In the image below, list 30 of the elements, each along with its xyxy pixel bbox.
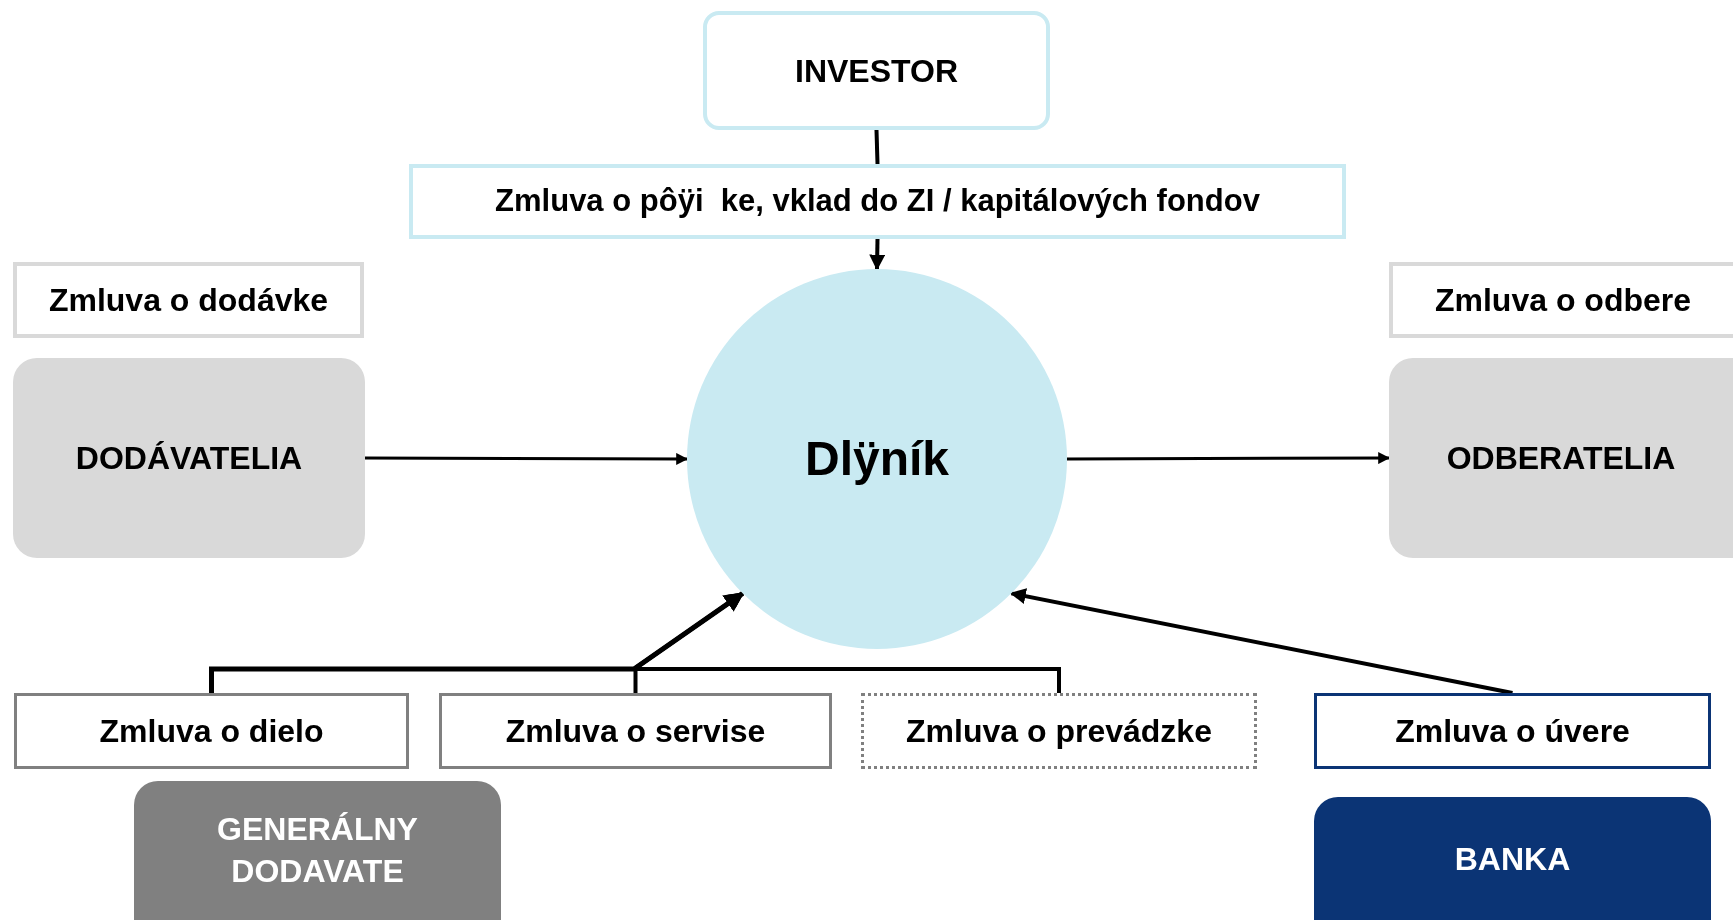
contract-box [439,693,832,769]
node-label: Zmluva o dielo [99,712,324,751]
contract-box [1389,262,1733,338]
node-label: GENERÁLNY DODAVATE [216,809,419,891]
party-box [13,358,365,558]
contract-box [13,262,364,338]
contract-box [14,693,409,769]
party-box [1389,358,1733,558]
node-label: DODÁVATELIA [75,439,303,478]
contract-box [1314,693,1711,769]
connector-arrow [1067,452,1391,465]
node-label: Zmluva o odbere [1434,281,1691,320]
connector-arrow [869,238,886,271]
contract-box [409,164,1346,239]
node-label: Zmluva o dodávke [48,281,329,320]
node-label: Zmluva o servise [505,712,766,751]
contract-box [861,693,1257,769]
node-label: Zmluva o pôÿi ke, vklad do ZI / kapitálových fondov [495,182,1260,221]
node-label: Dlÿník [804,431,949,487]
node-label: ODBERATELIA [1446,439,1676,478]
node-label: BANKA [1454,839,1571,879]
connector-arrow [1009,588,1513,695]
party-box [134,781,501,920]
connector-arrow [365,452,689,465]
party-box [1314,797,1711,920]
node-label: Zmluva o prevádzke [906,712,1212,751]
node-label: Zmluva o úvere [1395,712,1630,751]
investor-box [703,11,1050,130]
node-label: INVESTOR [795,51,958,91]
connector-arrow [209,591,745,693]
